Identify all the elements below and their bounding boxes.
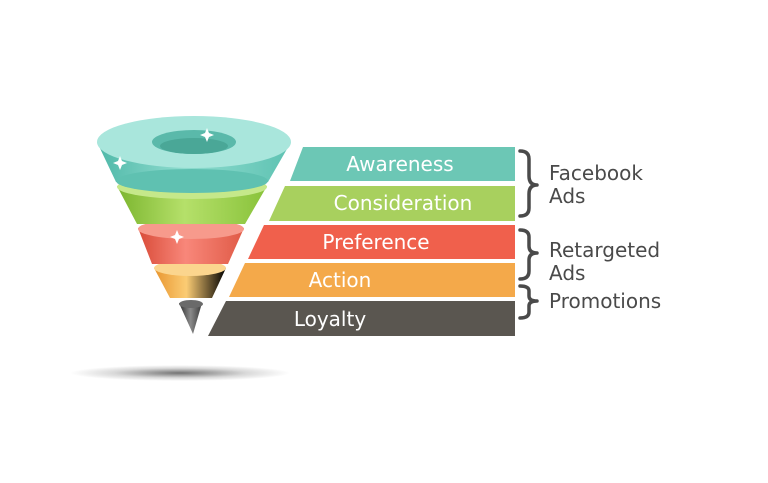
group-label-facebook-line1: Facebook	[549, 161, 643, 185]
group-label-retargeted-line2: Ads	[549, 261, 585, 285]
stage-bar-preference	[248, 225, 515, 259]
brace-promotions	[518, 284, 539, 320]
group-label-promotions: Promotions	[549, 289, 661, 313]
stage-bar-action	[229, 263, 515, 297]
stage-bars: Awareness Consideration Preference Actio…	[208, 147, 515, 336]
stage-bar-consideration	[269, 186, 515, 221]
stage-label-awareness: Awareness	[346, 152, 453, 176]
funnel-top-hole-inner	[160, 138, 228, 154]
stage-label-consideration: Consideration	[334, 191, 473, 215]
funnel-tip-top	[179, 300, 203, 308]
funnel-shadow	[70, 365, 290, 381]
stage-label-loyalty: Loyalty	[294, 307, 367, 331]
group-labels: Facebook Ads Retargeted Ads Promotions	[549, 161, 661, 313]
group-braces	[518, 149, 539, 320]
brace-retargeted-ads	[518, 228, 539, 281]
brace-facebook-ads	[518, 149, 539, 218]
funnel-band-orange	[154, 268, 226, 298]
stage-bar-loyalty	[208, 301, 515, 336]
funnel-tip	[179, 303, 202, 334]
stage-loyalty: Loyalty	[208, 301, 515, 336]
funnel-3d	[97, 116, 291, 334]
stage-label-preference: Preference	[322, 230, 429, 254]
stage-action: Action	[229, 263, 515, 297]
stage-consideration: Consideration	[269, 186, 515, 221]
stage-awareness: Awareness	[290, 147, 515, 181]
stage-label-action: Action	[309, 268, 372, 292]
sparkle-icon	[113, 128, 214, 244]
group-label-retargeted-line1: Retargeted	[549, 238, 660, 262]
stage-bar-awareness	[290, 147, 515, 181]
stage-preference: Preference	[248, 225, 515, 259]
group-label-facebook-line2: Ads	[549, 184, 585, 208]
funnel-band-teal-bottom	[116, 169, 268, 193]
